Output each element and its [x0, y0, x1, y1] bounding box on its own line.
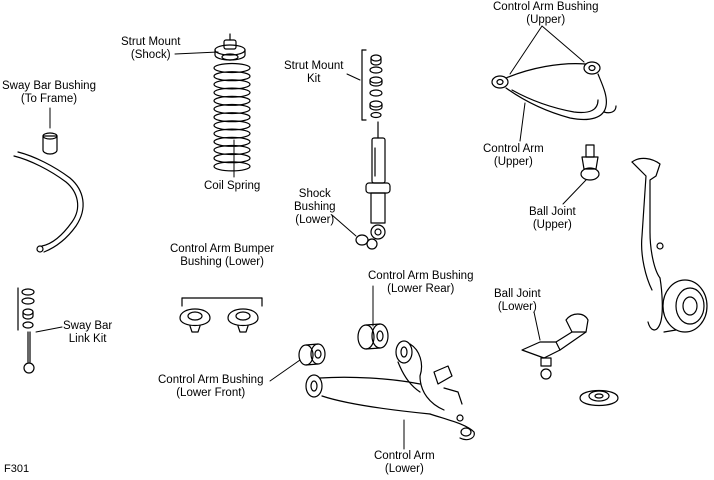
label-strut-mount: Strut Mount (Shock) [121, 36, 180, 62]
label-control-arm-bumper-bushing-line1: Control Arm Bumper [170, 243, 275, 255]
lower-rear-bushing-part [357, 323, 389, 350]
coil-turn [213, 95, 251, 106]
label-control-arm-upper: Control Arm (Upper) [483, 143, 544, 169]
shock-bushing-part [355, 234, 378, 250]
label-strut-mount-line1: Strut Mount [121, 36, 181, 48]
label-coil-spring: Coil Spring [204, 180, 260, 193]
strut-mount-kit-part [361, 49, 383, 121]
label-control-arm-bushing-lower-front-line1: Control Arm Bushing [158, 374, 264, 386]
label-control-arm-upper-line1: Control Arm [483, 143, 544, 155]
label-control-arm-bushing-upper: Control Arm Bushing (Upper) [493, 1, 598, 27]
label-strut-mount-kit-line2: Kit [307, 73, 321, 85]
label-control-arm-bumper-bushing: Control Arm Bumper Bushing (Lower) [170, 243, 274, 269]
label-sway-bar-bushing-line2: (To Frame) [20, 93, 78, 105]
lower-control-arm-part [305, 340, 475, 441]
coil-turn [213, 128, 251, 139]
label-ball-joint-lower-line1: Ball Joint [494, 288, 541, 300]
coil-turn [213, 62, 251, 74]
sway-bar-part [13, 151, 84, 253]
label-sway-bar-link-kit: Sway Bar Link Kit [63, 320, 112, 346]
label-sway-bar-bushing: Sway Bar Bushing (To Frame) [2, 80, 96, 106]
sway-bar-link-kit-part [17, 287, 35, 374]
sway-bar-bushing-part [42, 132, 58, 155]
label-ball-joint-lower: Ball Joint (Lower) [494, 288, 541, 314]
coil-turn [213, 136, 251, 147]
leader-lines [35, 25, 587, 450]
label-control-arm-lower-line1: Control Arm [374, 450, 435, 462]
label-ball-joint-upper-line2: (Upper) [532, 219, 572, 231]
label-ball-joint-lower-line2: (Lower) [497, 301, 537, 313]
label-sway-bar-bushing-line1: Sway Bar Bushing [2, 80, 96, 92]
label-strut-mount-line2: (Shock) [130, 49, 171, 61]
coil-turn [213, 120, 251, 131]
upper-control-arm-part [491, 61, 617, 121]
lower-front-bushing-part [298, 343, 326, 366]
upper-ball-joint-part [580, 144, 600, 181]
label-ball-joint-upper-line1: Ball Joint [529, 206, 576, 218]
strut-mount-part [214, 33, 246, 61]
coil-turn [213, 153, 251, 164]
label-control-arm-bushing-lower-front-line2: (Lower Front) [176, 387, 246, 399]
coil-turn [213, 79, 251, 90]
label-control-arm-bushing-upper-line2: (Upper) [526, 14, 566, 26]
label-shock-bushing-lower-line2: Bushing [294, 201, 336, 213]
label-shock-bushing-lower-line1: Shock [298, 188, 331, 200]
coil-turn [213, 112, 251, 123]
coil-turn [213, 87, 251, 98]
coil-turn [213, 103, 251, 115]
coil-turn [213, 71, 251, 82]
label-control-arm-bumper-bushing-line2: Bushing (Lower) [180, 256, 264, 268]
label-control-arm-bushing-lower-front: Control Arm Bushing (Lower Front) [158, 374, 263, 400]
figure-id: F301 [4, 463, 30, 475]
label-strut-mount-kit: Strut Mount Kit [284, 60, 343, 86]
bumper-bushings-part [179, 297, 263, 333]
label-control-arm-bushing-lower-rear-line1: Control Arm Bushing [368, 270, 474, 282]
label-ball-joint-upper: Ball Joint (Upper) [529, 206, 576, 232]
label-control-arm-bushing-lower-rear-line2: (Lower Rear) [387, 283, 455, 295]
coil-turn [213, 144, 251, 156]
shock-absorber-part [365, 121, 391, 240]
coil-turn [213, 161, 251, 172]
label-strut-mount-kit-line1: Strut Mount [284, 60, 344, 72]
steering-knuckle-part [631, 157, 708, 333]
label-control-arm-upper-line2: (Upper) [493, 156, 533, 168]
label-shock-bushing-lower: Shock Bushing (Lower) [294, 188, 336, 227]
label-control-arm-bushing-lower-rear: Control Arm Bushing (Lower Rear) [368, 270, 473, 296]
label-control-arm-bushing-upper-line1: Control Arm Bushing [493, 1, 599, 13]
label-control-arm-lower-line2: (Lower) [384, 463, 424, 475]
label-coil-spring-line1: Coil Spring [204, 180, 261, 192]
coil-spring-part [213, 62, 251, 172]
label-sway-bar-link-kit-line2: Link Kit [68, 333, 107, 345]
label-sway-bar-link-kit-line1: Sway Bar [63, 320, 113, 332]
label-shock-bushing-lower-line3: (Lower) [295, 214, 335, 226]
retainer-plate-part [579, 389, 619, 407]
label-control-arm-lower: Control Arm (Lower) [374, 450, 435, 476]
lower-ball-joint-part [521, 313, 589, 380]
